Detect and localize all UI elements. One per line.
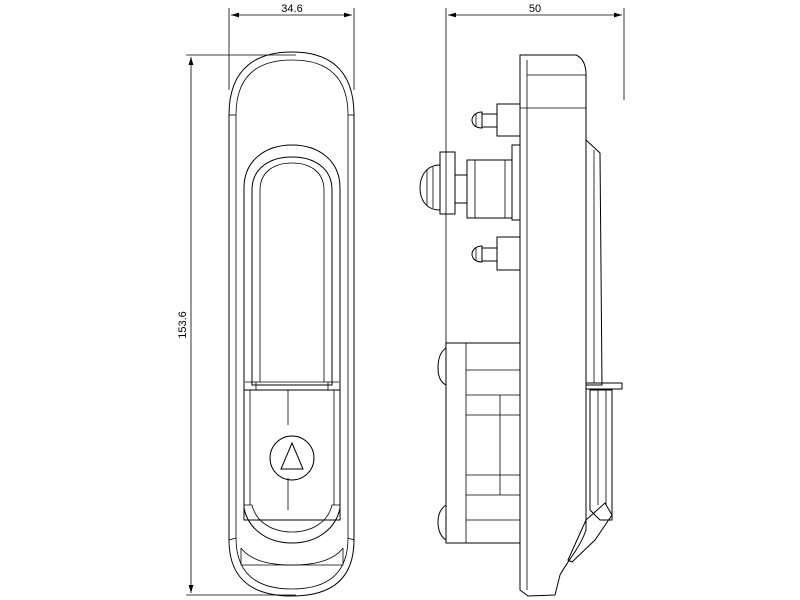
side-handle bbox=[567, 138, 623, 563]
top-screw bbox=[471, 103, 521, 137]
triangle-key-icon bbox=[269, 435, 315, 481]
dimension-depth: 50 bbox=[445, 3, 625, 345]
dimension-width: 34.6 bbox=[228, 3, 355, 90]
handle-lever bbox=[251, 156, 333, 386]
height-label: 153.6 bbox=[177, 311, 189, 339]
cam-bolt bbox=[419, 144, 521, 221]
dimension-height: 153.6 bbox=[177, 54, 296, 596]
handle-recess bbox=[243, 144, 341, 521]
front-bottom-pull bbox=[240, 547, 344, 566]
depth-label: 50 bbox=[529, 3, 541, 15]
front-outer-body bbox=[228, 51, 355, 597]
side-front-plate bbox=[519, 54, 587, 597]
width-label: 34.6 bbox=[281, 3, 302, 15]
front-bezel bbox=[235, 59, 349, 590]
side-lock-housing bbox=[437, 342, 521, 544]
front-view bbox=[228, 51, 355, 597]
lock-housing bbox=[243, 389, 341, 544]
lower-screw bbox=[471, 236, 521, 271]
side-view bbox=[419, 54, 623, 597]
